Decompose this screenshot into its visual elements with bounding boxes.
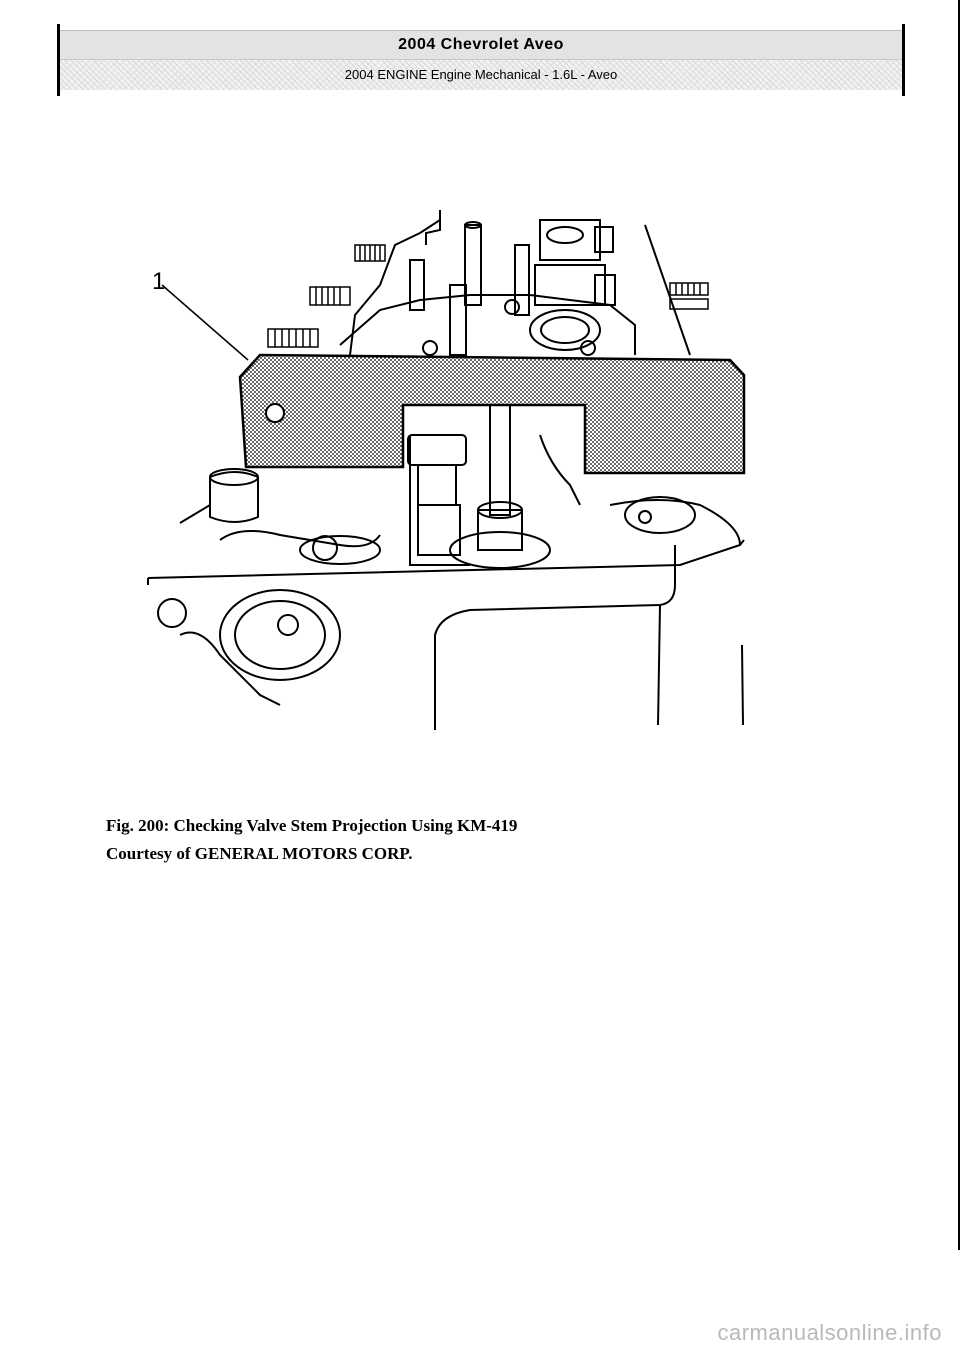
caption-line-1: Fig. 200: Checking Valve Stem Projection… xyxy=(106,816,518,835)
engine-diagram-figure: 1 xyxy=(140,205,760,730)
figure-caption: Fig. 200: Checking Valve Stem Projection… xyxy=(106,812,806,868)
document-header: 2004 Chevrolet Aveo 2004 ENGINE Engine M… xyxy=(57,24,905,96)
caption-line-2: Courtesy of GENERAL MOTORS CORP. xyxy=(106,844,413,863)
page-edge-rule xyxy=(958,0,960,1250)
valve-stem-illustration: 1 xyxy=(147,210,746,730)
site-watermark: carmanualsonline.info xyxy=(717,1320,942,1345)
callout-number: 1 xyxy=(152,268,165,295)
header-title: 2004 Chevrolet Aveo xyxy=(60,30,902,60)
km-419-tool xyxy=(238,353,746,475)
header-subtitle: 2004 ENGINE Engine Mechanical - 1.6L - A… xyxy=(60,60,902,90)
